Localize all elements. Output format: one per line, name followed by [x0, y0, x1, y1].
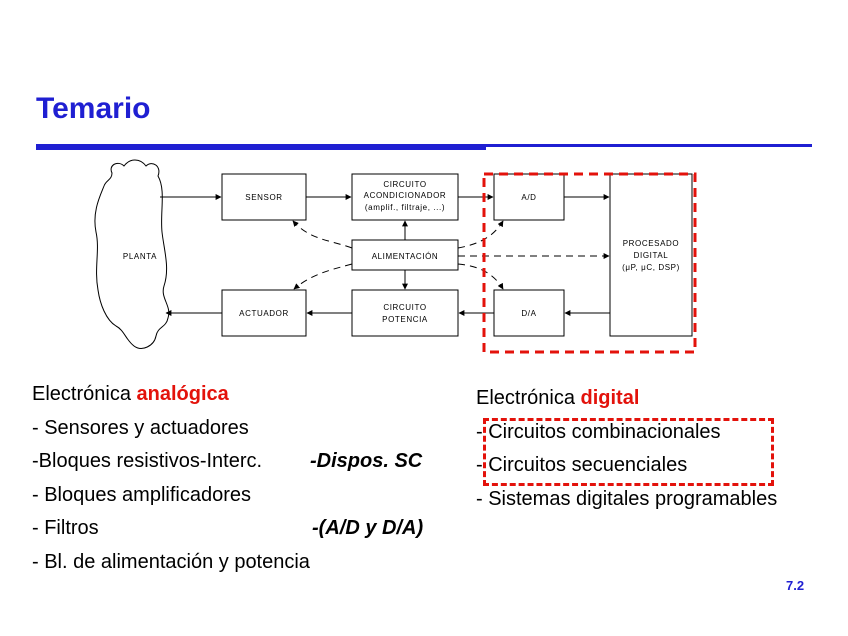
- svg-text:ACONDICIONADOR: ACONDICIONADOR: [364, 191, 447, 200]
- svg-text:ACTUADOR: ACTUADOR: [239, 309, 289, 318]
- svg-text:CIRCUITO: CIRCUITO: [383, 180, 426, 189]
- analog-item: - Bl. de alimentación y potencia: [32, 546, 452, 580]
- conditioner-block: CIRCUITO ACONDICIONADOR (amplif., filtra…: [352, 174, 458, 220]
- digital-heading: Electrónica digital: [476, 382, 846, 416]
- ad-block: A/D: [494, 174, 564, 220]
- svg-text:POTENCIA: POTENCIA: [382, 315, 428, 324]
- digital-item: - Sistemas digitales programables: [476, 483, 846, 517]
- da-block: D/A: [494, 290, 564, 336]
- processing-block: PROCESADO DIGITAL (μP, μC, DSP): [610, 174, 692, 336]
- digital-highlight-frame: [483, 418, 774, 486]
- power-supply-block: ALIMENTACIÓN: [352, 240, 458, 270]
- svg-text:PROCESADO: PROCESADO: [623, 239, 680, 248]
- svg-text:ALIMENTACIÓN: ALIMENTACIÓN: [372, 252, 439, 261]
- svg-text:A/D: A/D: [521, 193, 536, 202]
- svg-text:DIGITAL: DIGITAL: [634, 251, 669, 260]
- analog-heading-accent: analógica: [137, 383, 229, 405]
- actuator-block: ACTUADOR: [222, 290, 306, 336]
- svg-text:D/A: D/A: [521, 309, 536, 318]
- converters-note: -(A/D y D/A): [312, 512, 423, 546]
- digital-heading-accent: digital: [581, 387, 640, 409]
- switched-capacitor-note: -Dispos. SC: [310, 445, 422, 479]
- power-circuit-block: CIRCUITO POTENCIA: [352, 290, 458, 336]
- sensor-block: SENSOR: [222, 174, 306, 220]
- system-block-diagram: PLANTA SENSOR CIRCUITO ACONDICIONADOR (a…: [0, 0, 848, 380]
- svg-text:CIRCUITO: CIRCUITO: [383, 303, 426, 312]
- svg-text:(μP, μC, DSP): (μP, μC, DSP): [622, 263, 680, 272]
- analog-item: - Sensores y actuadores: [32, 412, 452, 446]
- analog-electronics-list: Electrónica analógica - Sensores y actua…: [32, 378, 452, 580]
- analog-heading: Electrónica analógica: [32, 378, 452, 412]
- svg-text:(amplif., filtraje, ...): (amplif., filtraje, ...): [365, 203, 445, 212]
- analog-item: - Bloques amplificadores: [32, 479, 452, 513]
- plant-label: PLANTA: [123, 252, 157, 261]
- slide-number: 7.2: [786, 578, 804, 593]
- svg-text:SENSOR: SENSOR: [245, 193, 282, 202]
